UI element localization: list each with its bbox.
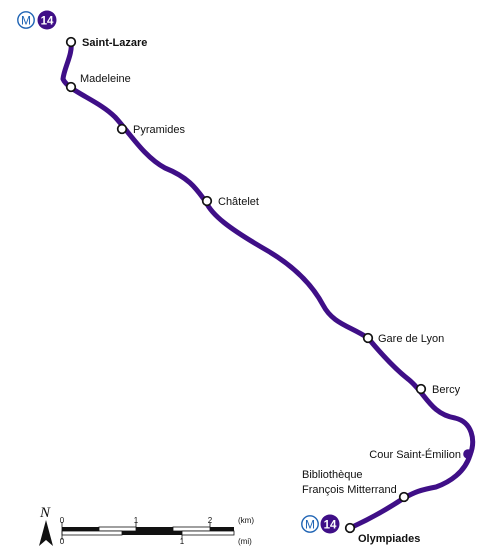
- station-label-bibliotheque-line2: François Mitterrand: [302, 484, 397, 496]
- scale-mi-segment-2: [122, 531, 182, 535]
- scale-km-tick-0: 0: [60, 516, 65, 525]
- scale-km-segment-5: [210, 527, 234, 531]
- station-label-saint-lazare: Saint-Lazare: [82, 37, 147, 49]
- station-marker-pyramides[interactable]: [116, 123, 128, 135]
- scale-mi-tick-1: 1: [180, 537, 185, 546]
- station-label-cour-saint-emilion: Cour Saint-Émilion: [369, 448, 461, 461]
- metro-symbol-bottom-text: M: [305, 517, 315, 531]
- line-number-bottom: 14: [324, 519, 337, 531]
- station-marker-bercy[interactable]: [415, 383, 427, 395]
- north-arrow: N: [39, 505, 53, 546]
- station-label-madeleine: Madeleine: [80, 73, 131, 85]
- scale-mi-segment-3: [181, 530, 235, 536]
- metro-symbol-top-text: M: [21, 13, 31, 27]
- metro-symbol-top-icon: [17, 11, 35, 29]
- line-badge-bottom: M 14: [301, 514, 340, 534]
- line-badge-top: M 14: [17, 10, 57, 30]
- scale-mi-unit: (mi): [238, 537, 252, 546]
- station-marker-chatelet[interactable]: [201, 195, 213, 207]
- scale-mi-tick-0: 0: [60, 537, 65, 546]
- station-marker-madeleine[interactable]: [65, 81, 77, 93]
- station-label-bercy: Bercy: [432, 384, 461, 396]
- scale-km-tick-2: 2: [208, 516, 213, 525]
- scale-km-segment-1: [62, 527, 99, 531]
- scale-bar: 0 1 2 (km) 0 1 (mi): [60, 516, 255, 546]
- line-number-badge-bottom: [320, 514, 340, 534]
- scale-km-segment-3: [136, 527, 173, 531]
- scale-km-segment-4: [172, 526, 211, 532]
- line-14-route: [60, 39, 476, 531]
- north-arrow-icon: [39, 520, 53, 546]
- station-label-bibliotheque-line1: Bibliothèque: [302, 469, 363, 481]
- metro-symbol-bottom-icon: [301, 515, 319, 533]
- line-number-top: 14: [41, 15, 54, 27]
- station-label-olympiades: Olympiades: [358, 533, 420, 545]
- scale-km-unit: (km): [238, 516, 254, 525]
- north-arrow-label: N: [39, 505, 51, 521]
- station-marker-gare-de-lyon[interactable]: [362, 332, 374, 344]
- station-marker-olympiades[interactable]: [344, 522, 356, 534]
- station-marker-bibliotheque[interactable]: [398, 491, 410, 503]
- scale-km-segment-2: [98, 526, 137, 532]
- station-label-chatelet: Châtelet: [218, 196, 259, 208]
- line-number-badge-top: [37, 10, 57, 30]
- station-marker-cour-saint-emilion[interactable]: [463, 449, 473, 459]
- scale-km-tick-1: 1: [134, 516, 139, 525]
- station-marker-saint-lazare[interactable]: [65, 36, 77, 48]
- station-label-pyramides: Pyramides: [133, 124, 185, 136]
- station-label-gare-de-lyon: Gare de Lyon: [378, 333, 444, 345]
- scale-mi-segment-1: [61, 530, 123, 536]
